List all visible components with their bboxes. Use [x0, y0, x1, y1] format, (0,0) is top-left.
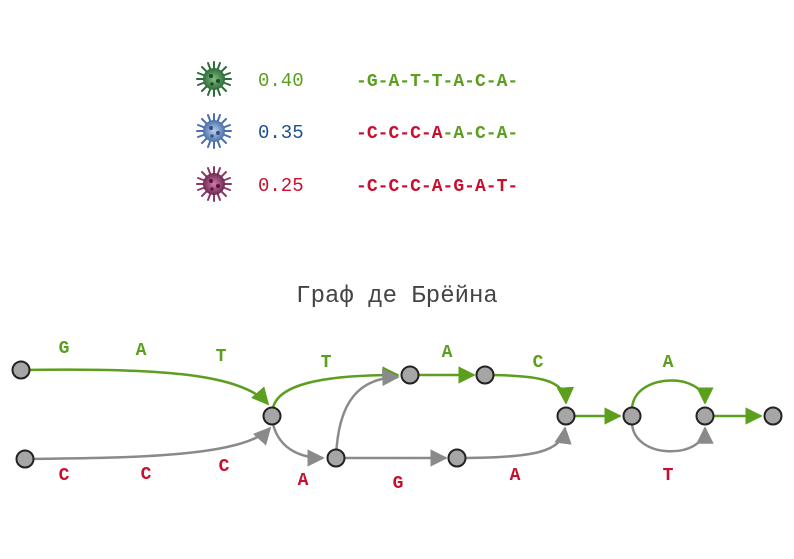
sequence-char: -	[399, 72, 410, 92]
virus-blue-icon	[196, 113, 232, 149]
sequence-char: -	[443, 177, 454, 197]
edge-labels: G A T T A C A C C C A G A T	[59, 339, 674, 494]
sequence-char: -	[507, 124, 518, 144]
sequence-char: -	[507, 72, 518, 92]
edge-label: G	[59, 339, 70, 359]
sequence-char: C	[475, 124, 486, 144]
sequence-char: C	[388, 124, 399, 144]
sequence-char: -	[464, 72, 475, 92]
sequence-char: -	[356, 177, 367, 197]
sequence-char: C	[367, 124, 378, 144]
legend-sequence: -C-C-C-A-A-C-A-	[356, 124, 518, 144]
edge-label: C	[533, 353, 544, 373]
edge-label: A	[136, 341, 147, 361]
edge-label: A	[510, 466, 521, 486]
sequence-char: T	[432, 72, 443, 92]
sequence-char: -	[378, 72, 389, 92]
edge-label: C	[59, 466, 70, 486]
graph-node	[695, 406, 715, 426]
legend-row: 0.35 -C-C-C-A-A-C-A-	[196, 113, 518, 149]
edge-label: T	[216, 347, 227, 367]
sequence-char: -	[464, 124, 475, 144]
graph-nodes	[11, 360, 783, 469]
legend-value: 0.40	[258, 70, 304, 92]
edge	[630, 421, 714, 453]
graph-node	[11, 360, 31, 380]
sequence-char: G	[367, 72, 378, 92]
sequence-char: T	[497, 177, 508, 197]
sequence-char: -	[443, 124, 454, 144]
sequence-char: A	[432, 124, 443, 144]
legend-sequence: -C-C-C-A-G-A-T-	[356, 177, 518, 197]
graph-node	[15, 449, 35, 469]
graph-node	[475, 365, 495, 385]
edge-label: C	[141, 465, 152, 485]
legend-value: 0.25	[258, 175, 304, 197]
sequence-char: T	[410, 72, 421, 92]
edge	[630, 379, 714, 411]
sequence-char: -	[464, 177, 475, 197]
graph-node	[556, 406, 576, 426]
sequence-char: A	[453, 72, 464, 92]
sequence-char: -	[443, 72, 454, 92]
legend: 0.40 -G-A-T-T-A-C-A- 0.35 -C-C-C-A-A-C-A…	[196, 61, 518, 202]
sequence-char: A	[497, 72, 508, 92]
sequence-char: -	[486, 72, 497, 92]
sequence-char: G	[453, 177, 464, 197]
edge	[456, 426, 572, 460]
sequence-char: -	[421, 72, 432, 92]
graph-node	[262, 406, 282, 426]
sequence-char: -	[421, 177, 432, 197]
graph-node	[763, 406, 783, 426]
virus-purple-icon	[196, 166, 232, 202]
sequence-char: -	[399, 124, 410, 144]
sequence-char: C	[367, 177, 378, 197]
legend-row: 0.25 -C-C-C-A-G-A-T-	[196, 166, 518, 202]
sequence-char: C	[410, 124, 421, 144]
sequence-char: -	[378, 124, 389, 144]
sequence-char: -	[356, 72, 367, 92]
edge-label: A	[442, 343, 453, 363]
graph-node	[447, 448, 467, 468]
edge-label: A	[298, 471, 309, 491]
edge-label: C	[219, 457, 230, 477]
sequence-char: A	[475, 177, 486, 197]
edge	[24, 426, 272, 461]
sequence-char: -	[378, 177, 389, 197]
sequence-char: C	[475, 72, 486, 92]
edge-label: G	[393, 474, 404, 494]
edge	[271, 366, 400, 409]
graph-node	[326, 448, 346, 468]
sequence-char: A	[497, 124, 508, 144]
graph-edges	[20, 366, 763, 467]
sequence-char: -	[399, 177, 410, 197]
legend-sequence: -G-A-T-T-A-C-A-	[356, 72, 518, 92]
edge	[334, 368, 400, 459]
sequence-char: C	[388, 177, 399, 197]
edge-label: T	[321, 353, 332, 373]
edge-label: T	[663, 466, 674, 486]
graph-node	[400, 365, 420, 385]
sequence-char: C	[410, 177, 421, 197]
sequence-char: -	[486, 124, 497, 144]
sequence-char: -	[421, 124, 432, 144]
graph-node	[622, 406, 642, 426]
edge	[484, 373, 575, 405]
sequence-char: -	[356, 124, 367, 144]
edge-label: A	[663, 353, 674, 373]
edge	[271, 423, 325, 467]
sequence-char: A	[432, 177, 443, 197]
sequence-char: -	[486, 177, 497, 197]
legend-row: 0.40 -G-A-T-T-A-C-A-	[196, 61, 518, 97]
sequence-char: A	[388, 72, 399, 92]
graph-title: Граф де Брёйна	[296, 283, 498, 310]
sequence-char: A	[453, 124, 464, 144]
sequence-char: -	[507, 177, 518, 197]
virus-green-icon	[196, 61, 232, 97]
edge	[20, 368, 270, 406]
legend-value: 0.35	[258, 122, 304, 144]
